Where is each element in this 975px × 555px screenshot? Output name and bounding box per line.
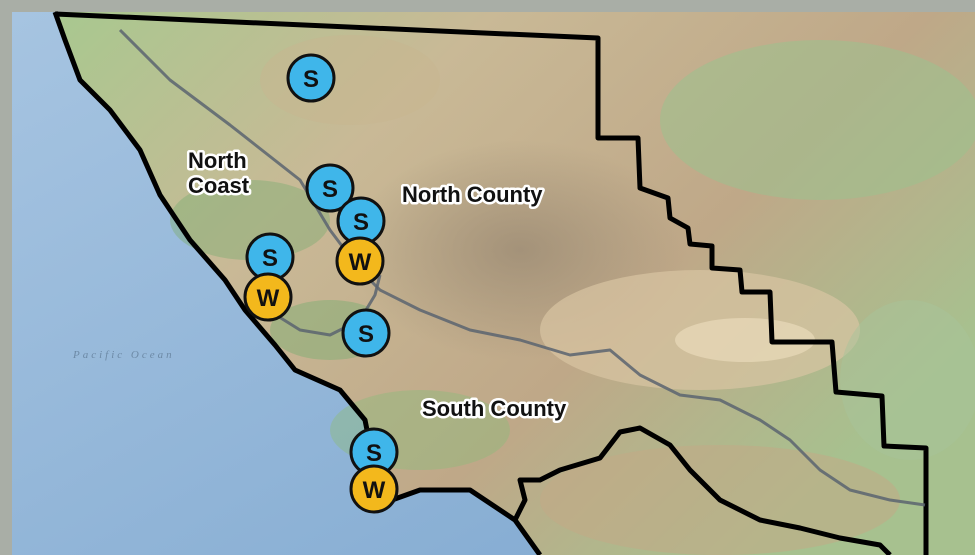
marker-label: S [262,245,278,272]
marker-w[interactable]: W [243,272,293,322]
marker-circle [305,163,355,213]
marker-s[interactable]: S [305,163,355,213]
marker-label: S [353,209,369,236]
marker-label: W [257,285,280,312]
marker-circle [341,308,391,358]
marker-w[interactable]: W [335,236,385,286]
marker-label: S [366,440,382,467]
marker-circle [335,236,385,286]
marker-label: W [363,477,386,504]
coastline [52,11,543,555]
north-coast-label-line2: Coast [188,173,250,198]
marker-label: S [358,321,374,348]
north-county-label: North County [402,182,543,207]
marker-w[interactable]: W [349,464,399,514]
ocean-label: Pacific Ocean [72,349,175,361]
county-border [54,11,929,555]
south-county-label: South County [422,396,567,421]
north-coast-label-line1: North [188,148,247,173]
marker-s[interactable]: S [341,308,391,358]
marker-label: W [349,249,372,276]
marker-label: S [322,176,338,203]
marker-label: S [303,66,319,93]
marker-circle [286,53,336,103]
marker-s[interactable]: S [286,53,336,103]
marker-circle [349,464,399,514]
marker-circle [243,272,293,322]
marker-s[interactable]: S [349,427,399,477]
